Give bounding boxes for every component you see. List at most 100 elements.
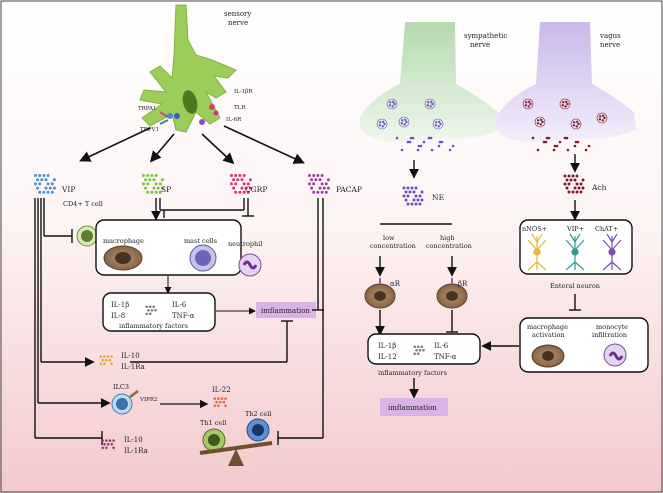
molecule-dot — [147, 308, 150, 312]
vesicle — [398, 116, 410, 128]
molecule-dot — [310, 178, 314, 182]
ne-vesicles — [376, 98, 455, 152]
inflammatory-factors-caption: inflammatory factors — [119, 322, 188, 330]
molecule-dot — [105, 439, 108, 442]
sp-label: SP — [161, 185, 171, 194]
vesicle — [570, 118, 582, 130]
molecule-dot — [246, 182, 250, 186]
molecule-dot — [154, 174, 158, 177]
inflammatory-factors-box — [102, 292, 216, 332]
sympathetic-nerve — [359, 22, 500, 143]
macrophage-beta — [436, 278, 468, 309]
molecule-dot — [40, 178, 44, 182]
molecule-dot — [148, 178, 152, 182]
molecule-dot — [234, 174, 238, 177]
chat-label: ChAT+ — [595, 225, 618, 233]
enteral-neuron-box — [519, 219, 633, 275]
molecule-dot — [232, 178, 236, 182]
molecule-dot — [581, 186, 585, 190]
molecule-dot — [46, 182, 50, 186]
molecule-dot — [418, 202, 422, 206]
molecule-dot — [410, 186, 414, 190]
cgrp-dots — [230, 174, 252, 194]
molecule-dot — [413, 352, 417, 356]
molecule-dot — [246, 190, 250, 194]
molecule-dot — [101, 439, 105, 442]
molecule-dot — [217, 404, 220, 408]
cd4-t-cell — [76, 225, 98, 247]
molecule-dot — [217, 397, 220, 400]
ach-label: Ach — [591, 183, 607, 192]
molecule-dot — [110, 442, 114, 446]
vesicle-dot — [561, 104, 565, 107]
beta-inhibit — [446, 310, 458, 333]
molecule-dot — [242, 190, 246, 194]
molecule-dot — [567, 182, 571, 186]
molecule-dot — [34, 174, 37, 177]
vesicle-dot — [381, 120, 385, 123]
molecule-dot — [106, 355, 110, 358]
molecule-dot — [316, 190, 320, 194]
molecule-dot — [230, 174, 233, 177]
molecule-dot — [36, 186, 40, 190]
vesicle-dot — [601, 119, 604, 122]
vagus-nerve — [495, 22, 636, 143]
molecule-dot — [154, 182, 158, 186]
molecule-dot — [105, 446, 108, 450]
neuron-vip — [565, 233, 585, 271]
released-dot — [451, 144, 455, 148]
molecule-dot — [404, 198, 408, 202]
enteral-neuron-label: Enteral neuron — [550, 282, 600, 290]
released-dot — [574, 140, 578, 144]
molecule-dot — [563, 174, 567, 178]
molecule-dot — [416, 345, 420, 349]
th1-cell — [202, 428, 226, 452]
molecule-dot — [112, 446, 115, 450]
th2-label: Th2 cell — [245, 410, 271, 418]
molecule-dot — [324, 190, 328, 194]
ilc3-label: ILC3 — [113, 383, 129, 391]
il8-label: IL-8 — [111, 312, 125, 320]
ach-dots — [563, 174, 585, 194]
il6r-label: IL-6R — [226, 117, 242, 123]
molecule-dot — [101, 446, 105, 450]
molecule-dot — [160, 186, 164, 190]
vesicle-dot — [527, 105, 530, 108]
vip-lines — [34, 198, 111, 445]
vesicle-dot — [388, 104, 392, 107]
il10-dots — [99, 355, 113, 366]
released-dot — [553, 144, 557, 148]
vesicle-dot — [378, 121, 382, 124]
mid-il1b-label: IL-1β — [378, 342, 396, 350]
vesicle-dot — [400, 119, 404, 122]
vesicle — [376, 118, 388, 130]
ne-dots — [402, 186, 424, 206]
vesicle-dot — [539, 123, 542, 126]
molecule-dot — [310, 186, 314, 190]
molecule-dot — [326, 186, 330, 190]
molecule-dot — [575, 182, 579, 186]
mid-tnfa-label: TNF-α — [434, 353, 457, 361]
vesicle-dot — [426, 104, 430, 107]
vesicle — [559, 98, 571, 110]
vesicle-dot — [541, 120, 544, 124]
molecule-dot — [567, 174, 571, 178]
molecule-dot — [415, 348, 418, 352]
molecule-dot — [224, 404, 227, 408]
molecule-dot — [416, 198, 420, 202]
molecule-dot — [38, 190, 42, 194]
molecule-dot — [156, 186, 160, 190]
molecule-dot — [108, 439, 112, 442]
vesicle — [432, 118, 444, 130]
molecule-dot — [412, 198, 416, 202]
vesicle-dot — [603, 116, 606, 120]
molecule-dot — [38, 182, 42, 186]
mid-factors-caption: inflammatory factors — [378, 369, 447, 377]
vesicle-dot — [572, 124, 576, 127]
molecule-dot — [152, 186, 156, 190]
pacap-dots — [308, 174, 330, 194]
